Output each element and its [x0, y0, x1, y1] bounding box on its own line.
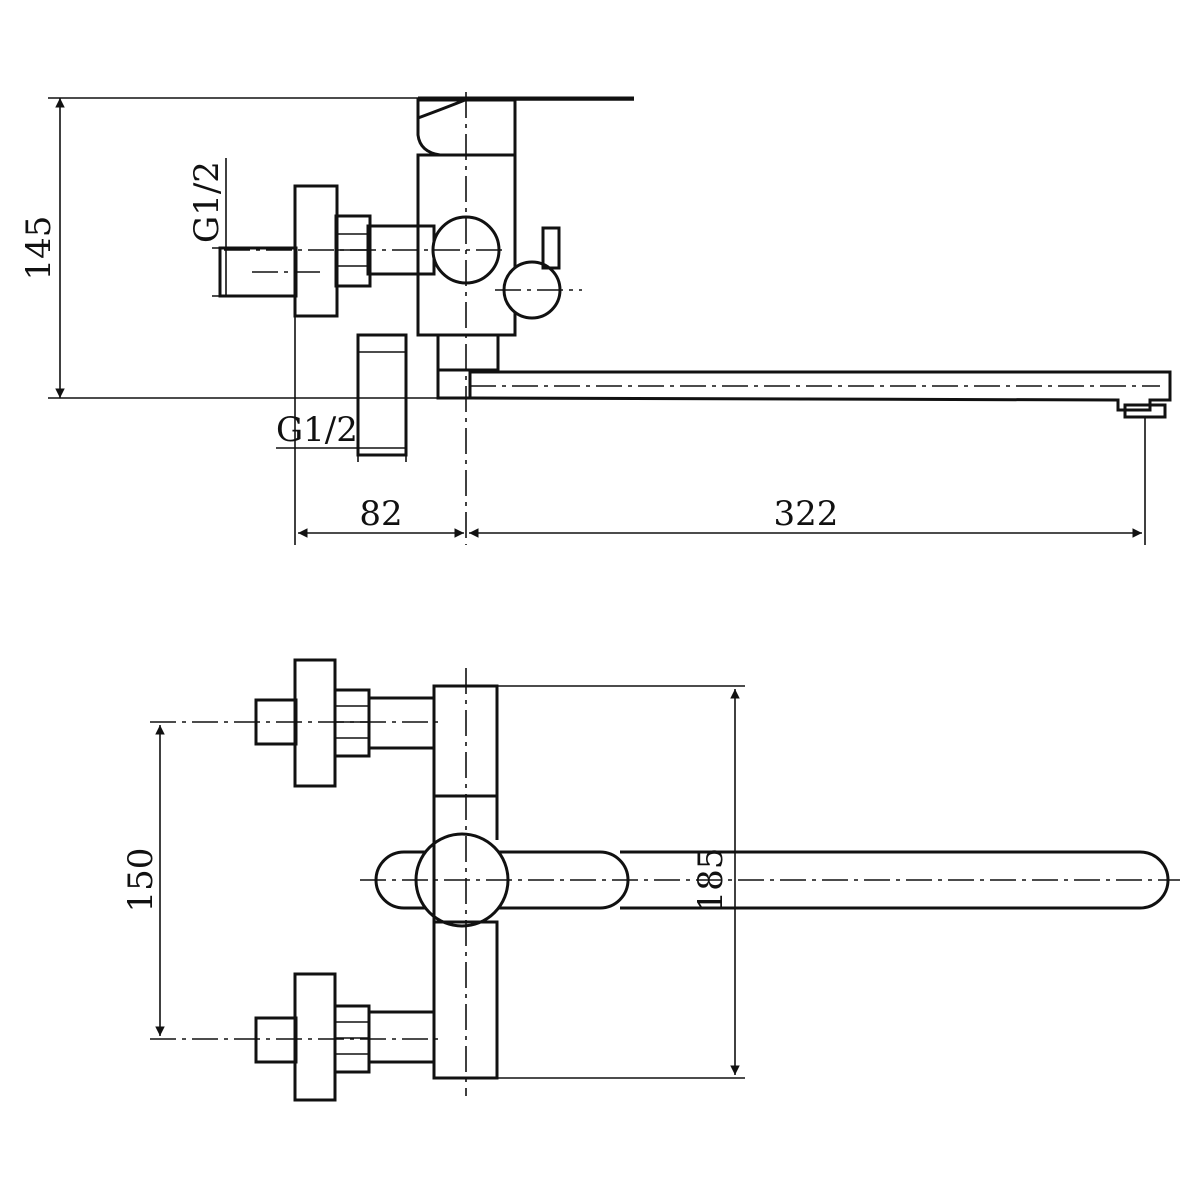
spout	[469, 370, 1172, 412]
dim-inlet-spacing: 150	[121, 725, 165, 1036]
dim-offset: 82	[294, 316, 464, 545]
thread-top-label: G1/2	[187, 161, 227, 243]
lower-inlet	[254, 972, 436, 1102]
top-view: 150 185	[121, 658, 1180, 1102]
side-view: 145	[19, 92, 1172, 545]
dim-offset-label: 82	[359, 494, 402, 534]
dim-thread-top: G1/2	[187, 158, 236, 297]
swivel-collar	[436, 333, 500, 372]
thread-bottom-label: G1/2	[276, 410, 358, 450]
dim-inlet-spacing-label: 150	[121, 848, 161, 913]
dim-body-depth-label: 185	[691, 848, 731, 913]
escutcheon-flange	[293, 184, 339, 318]
diverter-lever	[541, 226, 561, 270]
dim-spout-reach: 322	[469, 418, 1146, 545]
dim-body-depth: 185	[497, 685, 745, 1079]
dim-spout-reach-label: 322	[774, 494, 839, 534]
eccentric-nut	[334, 214, 372, 288]
lower-pipe	[356, 333, 408, 457]
dim-thread-bottom: G1/2	[276, 410, 407, 462]
upper-inlet	[254, 658, 436, 788]
dim-height-label: 145	[19, 216, 59, 281]
